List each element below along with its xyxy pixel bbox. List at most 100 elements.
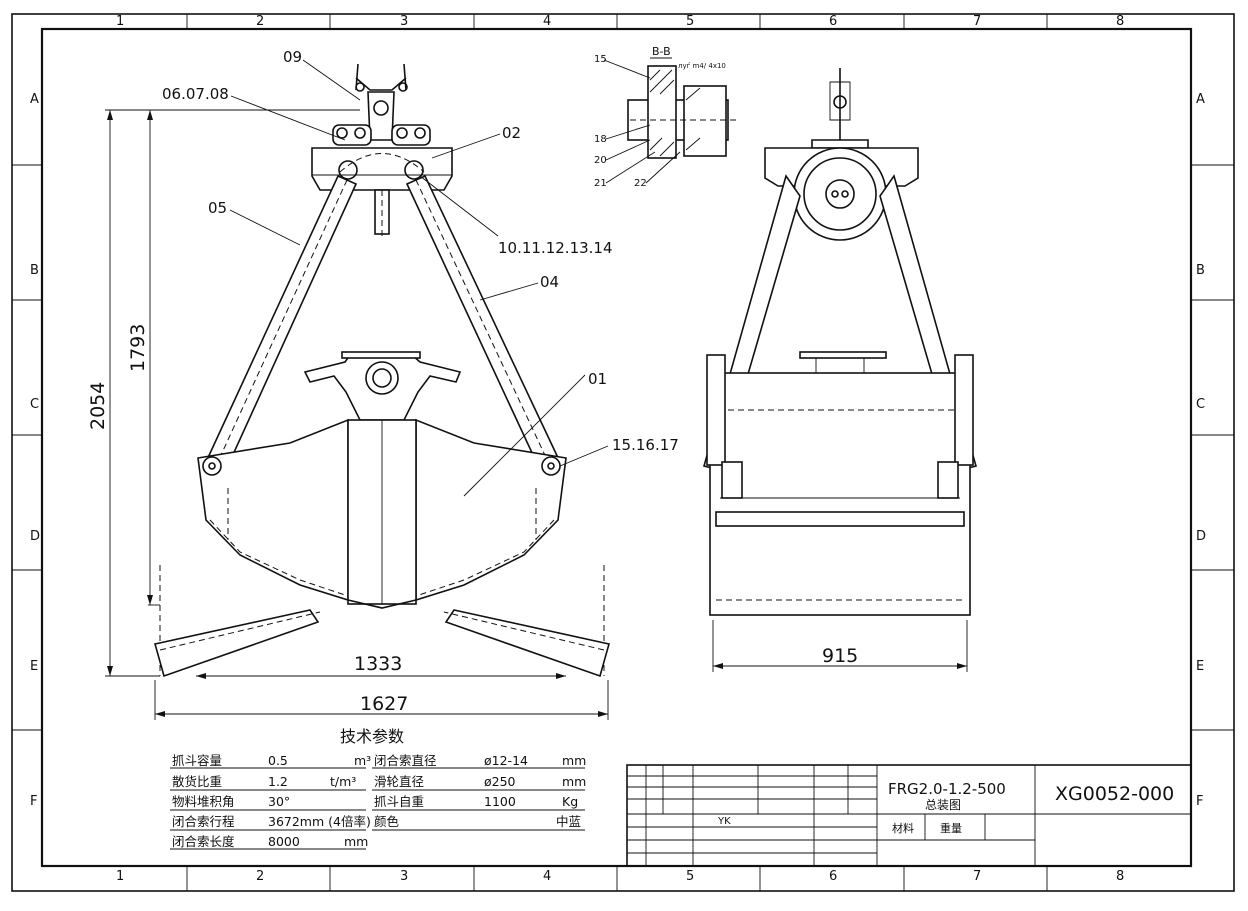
section-note: луѓ m4/ 4x10 bbox=[678, 62, 726, 70]
grid-row-labels: A B C D E F A B C D E F bbox=[30, 92, 1206, 809]
title-designer: YK bbox=[717, 816, 731, 827]
grid-col-bottom-3: 3 bbox=[400, 869, 408, 884]
param-label: 颜色 bbox=[374, 814, 400, 829]
callout-09: 09 bbox=[283, 48, 302, 66]
param-value: ø12-14 bbox=[484, 753, 528, 768]
param-value: 30° bbox=[268, 794, 290, 809]
section-callout-22: 22 bbox=[634, 178, 647, 189]
section-callout-20: 20 bbox=[594, 155, 607, 166]
grid-col-top-5: 5 bbox=[686, 14, 694, 29]
grid-row-right-A: A bbox=[1196, 92, 1205, 107]
param-unit: mm bbox=[562, 774, 586, 789]
grid-row-right-E: E bbox=[1196, 659, 1204, 674]
param-value: 1100 bbox=[484, 794, 516, 809]
hanger-shackle bbox=[355, 63, 408, 141]
callout-06-07-08: 06.07.08 bbox=[162, 85, 229, 103]
grid-col-bottom-4: 4 bbox=[543, 869, 551, 884]
grid-row-left-D: D bbox=[30, 529, 40, 544]
section-title: B-B bbox=[652, 45, 671, 58]
dim-open-span-outer: 1627 bbox=[360, 693, 408, 715]
dim-open-span-inner: 1333 bbox=[354, 653, 402, 675]
section-b-b: B-B луѓ m4/ 4x10 15 18 20 21 22 bbox=[594, 45, 740, 189]
section-callout-15: 15 bbox=[594, 54, 607, 65]
dim-overall-height: 2054 bbox=[87, 382, 109, 430]
beam-pin-left bbox=[338, 160, 358, 180]
grid-col-bottom-7: 7 bbox=[973, 869, 981, 884]
grid-col-bottom-5: 5 bbox=[686, 869, 694, 884]
param-value: 3672mm (4倍率) bbox=[268, 814, 371, 829]
callout-02: 02 bbox=[502, 124, 521, 142]
param-value: 1.2 bbox=[268, 774, 288, 789]
grid-col-top-6: 6 bbox=[829, 14, 837, 29]
grid-col-bottom-6: 6 bbox=[829, 869, 837, 884]
param-label: 闭合索长度 bbox=[172, 834, 235, 849]
title-block: FRG2.0-1.2-500 总装图 XG0052-000 材料 重量 YK bbox=[626, 764, 1192, 867]
tech-params-table: 技术参数 抓斗容量 0.5 m³ 散货比重 1.2 t/m³ 物料堆积角 30°… bbox=[170, 727, 586, 850]
upper-crossbeam bbox=[311, 147, 453, 191]
title-material-label: 材料 bbox=[892, 821, 914, 835]
side-bucket bbox=[709, 372, 971, 616]
vertical-dimensions bbox=[105, 109, 360, 677]
grid-col-bottom-1: 1 bbox=[116, 869, 124, 884]
title-drawing-number: XG0052-000 bbox=[1055, 783, 1174, 805]
inner-border bbox=[40, 27, 1193, 868]
grid-col-bottom-2: 2 bbox=[256, 869, 264, 884]
grid-row-right-D: D bbox=[1196, 529, 1206, 544]
param-label: 物料堆积角 bbox=[172, 794, 235, 809]
param-label: 滑轮直径 bbox=[374, 774, 424, 789]
grid-col-bottom-8: 8 bbox=[1116, 869, 1124, 884]
tech-params-lines bbox=[170, 767, 585, 850]
grid-col-top-2: 2 bbox=[256, 14, 264, 29]
grid-row-left-C: C bbox=[30, 397, 39, 412]
callout-04: 04 bbox=[540, 273, 559, 291]
param-label: 抓斗容量 bbox=[172, 753, 222, 768]
param-unit: mm bbox=[562, 753, 586, 768]
lower-head bbox=[303, 351, 462, 421]
section-hatching bbox=[649, 69, 701, 157]
section-callout-18: 18 bbox=[594, 134, 607, 145]
param-value: 8000 bbox=[268, 834, 300, 849]
horizontal-dimensions bbox=[154, 673, 609, 720]
grid-row-left-A: A bbox=[30, 92, 39, 107]
front-view: 2054 1793 1333 1627 09 06.07.08 02 05 bbox=[87, 48, 679, 720]
side-view bbox=[703, 68, 977, 672]
dim-link-height: 1793 bbox=[127, 324, 149, 372]
title-name: 总装图 bbox=[925, 798, 961, 812]
wire-clamps bbox=[332, 124, 431, 146]
callout-05: 05 bbox=[208, 199, 227, 217]
param-value: ø250 bbox=[484, 774, 516, 789]
param-unit: Kg bbox=[562, 794, 578, 809]
grid-row-right-C: C bbox=[1196, 397, 1205, 412]
beam-pin-right bbox=[404, 160, 424, 180]
bucket-pin-right bbox=[541, 456, 561, 476]
grid-col-top-3: 3 bbox=[400, 14, 408, 29]
title-weight-label: 重量 bbox=[940, 821, 962, 835]
param-label: 抓斗自重 bbox=[374, 794, 424, 809]
tech-params-title: 技术参数 bbox=[340, 727, 404, 746]
param-label: 闭合索行程 bbox=[172, 814, 235, 829]
section-callout-21: 21 bbox=[594, 178, 607, 189]
grid-col-top-1: 1 bbox=[116, 14, 124, 29]
grid-col-top-7: 7 bbox=[973, 14, 981, 29]
title-block-lines bbox=[627, 765, 1191, 866]
grid-row-right-F: F bbox=[1196, 794, 1203, 809]
title-model: FRG2.0-1.2-500 bbox=[888, 780, 1006, 798]
param-unit: mm bbox=[344, 834, 368, 849]
param-label: 散货比重 bbox=[172, 774, 222, 789]
bucket-pin-left bbox=[202, 456, 222, 476]
param-label: 闭合索直径 bbox=[374, 753, 437, 768]
param-unit: t/m³ bbox=[330, 774, 356, 789]
grid-col-top-8: 8 bbox=[1116, 14, 1124, 29]
side-plate-right bbox=[954, 354, 974, 466]
grid-row-left-B: B bbox=[30, 263, 39, 278]
open-bucket-outline bbox=[154, 565, 610, 678]
section-leaders bbox=[603, 59, 681, 184]
callout-10-14: 10.11.12.13.14 bbox=[498, 239, 613, 257]
dim-side-width: 915 bbox=[822, 645, 858, 667]
outer-border bbox=[11, 13, 1235, 892]
grid-row-right-B: B bbox=[1196, 263, 1205, 278]
grid-column-labels: 1 2 3 4 5 6 7 8 1 2 3 4 5 6 7 8 bbox=[116, 14, 1124, 884]
param-unit: m³ bbox=[354, 753, 371, 768]
